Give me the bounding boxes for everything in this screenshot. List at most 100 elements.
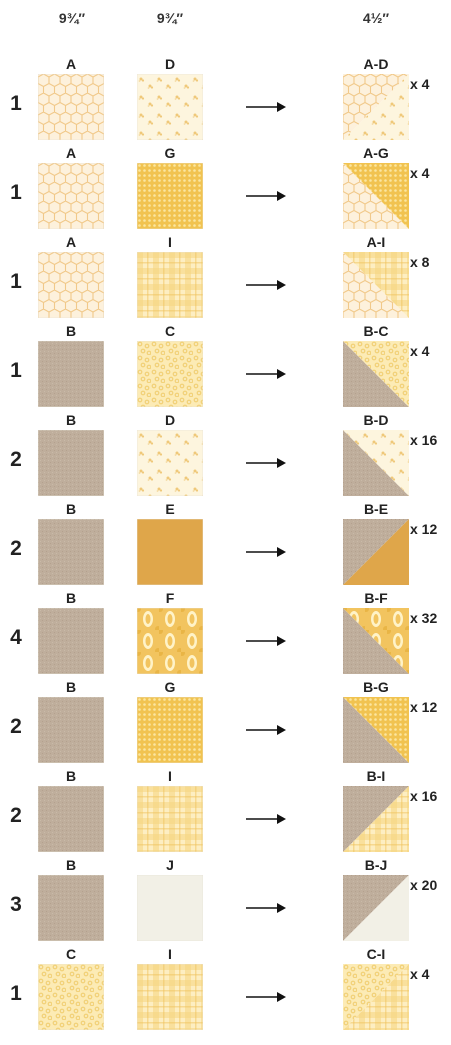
row-5-hst-result-square	[343, 519, 409, 585]
row-10-count: 1	[10, 982, 22, 1005]
row-2-right-label: I	[168, 234, 172, 250]
row-8-multiplier: x 16	[410, 788, 438, 804]
row-10-multiplier: x 4	[410, 966, 430, 982]
row-6-multiplier: x 32	[410, 610, 438, 626]
row-7-right-label: G	[164, 679, 176, 695]
row-1-left-fabric-square	[38, 163, 104, 229]
row-3-left-label: B	[65, 323, 77, 339]
row-2-arrow-icon	[246, 280, 286, 290]
row-2-right-fabric-square	[137, 252, 203, 318]
row-7-left-label: B	[65, 679, 77, 695]
column-header-right-size: 9¾″	[156, 10, 184, 26]
row-1-result-label: A-G	[363, 145, 389, 161]
row-1-count: 1	[10, 181, 22, 204]
row-7-count: 2	[10, 715, 22, 738]
row-1-right-label: G	[164, 145, 176, 161]
row-9-multiplier: x 20	[410, 877, 438, 893]
row-6-left-label: B	[65, 590, 77, 606]
row-3-count: 1	[10, 359, 22, 382]
row-10-left-fabric-square	[38, 964, 104, 1030]
row-8-left-label: B	[65, 768, 77, 784]
row-2-hst-result-square	[343, 252, 409, 318]
row-6-hst-result-square	[343, 608, 409, 674]
row-4-hst-result-square	[343, 430, 409, 496]
row-7-multiplier: x 12	[410, 699, 438, 715]
row-5-arrow-icon	[246, 547, 286, 557]
row-5-right-fabric-square	[137, 519, 203, 585]
row-10-arrow-icon	[246, 992, 286, 1002]
row-8-arrow-icon	[246, 814, 286, 824]
row-7-right-fabric-square	[137, 697, 203, 763]
row-5-left-fabric-square	[38, 519, 104, 585]
row-5-left-label: B	[65, 501, 77, 517]
row-6-result-label: B-F	[364, 590, 388, 606]
row-9-right-label: J	[166, 857, 174, 873]
column-header-result-size: 4½″	[362, 10, 390, 26]
row-5-multiplier: x 12	[410, 521, 438, 537]
row-9-count: 3	[10, 893, 22, 916]
row-1-hst-result-square	[343, 163, 409, 229]
column-header-left-size: 9¾″	[58, 10, 86, 26]
row-9-arrow-icon	[246, 903, 286, 913]
row-10-right-fabric-square	[137, 964, 203, 1030]
row-8-right-fabric-square	[137, 786, 203, 852]
row-1-arrow-icon	[246, 191, 286, 201]
row-4-right-label: D	[164, 412, 176, 428]
row-6-count: 4	[10, 626, 22, 649]
row-5-right-label: E	[165, 501, 175, 517]
row-2-left-label: A	[65, 234, 77, 250]
row-2-count: 1	[10, 270, 22, 293]
row-9-hst-result-square	[343, 875, 409, 941]
row-5-result-label: B-E	[363, 501, 389, 517]
row-8-left-fabric-square	[38, 786, 104, 852]
row-0-right-label: D	[164, 56, 176, 72]
row-2-multiplier: x 8	[410, 254, 430, 270]
row-4-arrow-icon	[246, 458, 286, 468]
row-9-left-fabric-square	[38, 875, 104, 941]
row-10-result-label: C-I	[366, 946, 386, 962]
row-4-left-label: B	[65, 412, 77, 428]
row-1-right-fabric-square	[137, 163, 203, 229]
row-4-left-fabric-square	[38, 430, 104, 496]
row-8-right-label: I	[168, 768, 172, 784]
row-0-hst-result-square	[343, 74, 409, 140]
row-4-result-label: B-D	[363, 412, 389, 428]
row-6-left-fabric-square	[38, 608, 104, 674]
row-5-count: 2	[10, 537, 22, 560]
row-9-right-fabric-square	[137, 875, 203, 941]
row-7-hst-result-square	[343, 697, 409, 763]
row-10-hst-result-square	[343, 964, 409, 1030]
row-9-left-label: B	[65, 857, 77, 873]
row-7-left-fabric-square	[38, 697, 104, 763]
row-7-arrow-icon	[246, 725, 286, 735]
row-1-multiplier: x 4	[410, 165, 430, 181]
row-10-left-label: C	[65, 946, 77, 962]
row-0-arrow-icon	[246, 102, 286, 112]
row-6-arrow-icon	[246, 636, 286, 646]
row-8-result-label: B-I	[366, 768, 386, 784]
row-4-multiplier: x 16	[410, 432, 438, 448]
row-8-count: 2	[10, 804, 22, 827]
row-9-result-label: B-J	[364, 857, 388, 873]
row-7-result-label: B-G	[363, 679, 389, 695]
row-2-left-fabric-square	[38, 252, 104, 318]
row-8-hst-result-square	[343, 786, 409, 852]
row-0-multiplier: x 4	[410, 76, 430, 92]
row-0-left-fabric-square	[38, 74, 104, 140]
row-0-result-label: A-D	[363, 56, 389, 72]
row-3-right-fabric-square	[137, 341, 203, 407]
row-4-count: 2	[10, 448, 22, 471]
row-0-right-fabric-square	[137, 74, 203, 140]
row-6-right-label: F	[165, 590, 175, 606]
row-1-left-label: A	[65, 145, 77, 161]
row-2-result-label: A-I	[366, 234, 386, 250]
row-6-right-fabric-square	[137, 608, 203, 674]
row-3-result-label: B-C	[363, 323, 389, 339]
row-3-multiplier: x 4	[410, 343, 430, 359]
row-4-right-fabric-square	[137, 430, 203, 496]
row-3-hst-result-square	[343, 341, 409, 407]
row-0-count: 1	[10, 92, 22, 115]
row-10-right-label: I	[168, 946, 172, 962]
row-0-left-label: A	[65, 56, 77, 72]
